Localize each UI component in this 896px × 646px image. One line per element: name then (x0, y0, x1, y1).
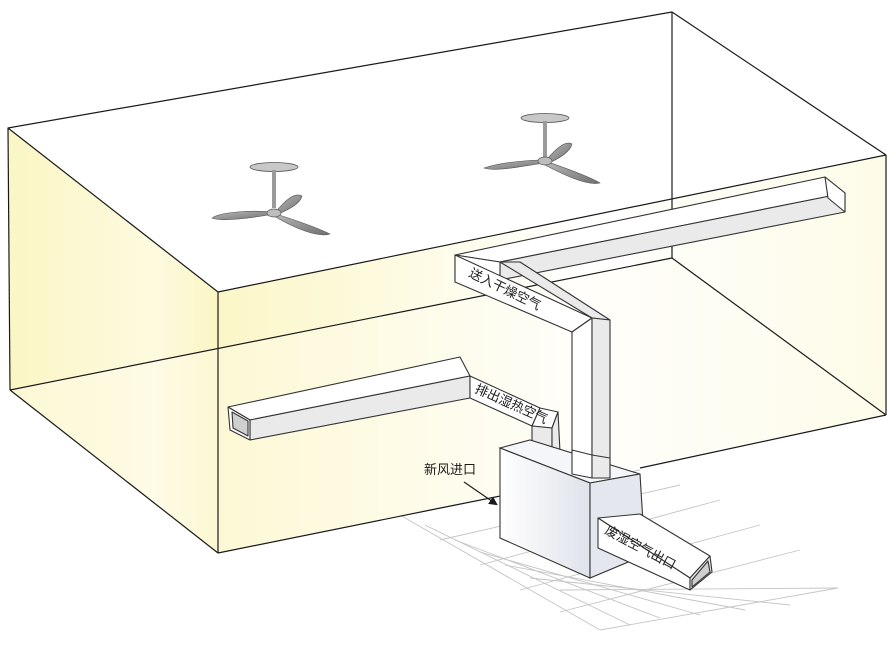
ceiling-fan-icon (483, 113, 601, 184)
arrow-icon (463, 481, 498, 506)
ceiling-fan-icon (211, 162, 331, 236)
floor-grid (399, 469, 839, 631)
supply-air-duct (454, 176, 846, 479)
back-wall (218, 155, 886, 553)
inner-floor (10, 258, 886, 553)
waste-air-outlet-duct (597, 513, 713, 591)
left-wall (8, 128, 218, 553)
fresh-air-inlet-label: 新风进口 (424, 462, 476, 478)
room-edges (7, 11, 887, 554)
